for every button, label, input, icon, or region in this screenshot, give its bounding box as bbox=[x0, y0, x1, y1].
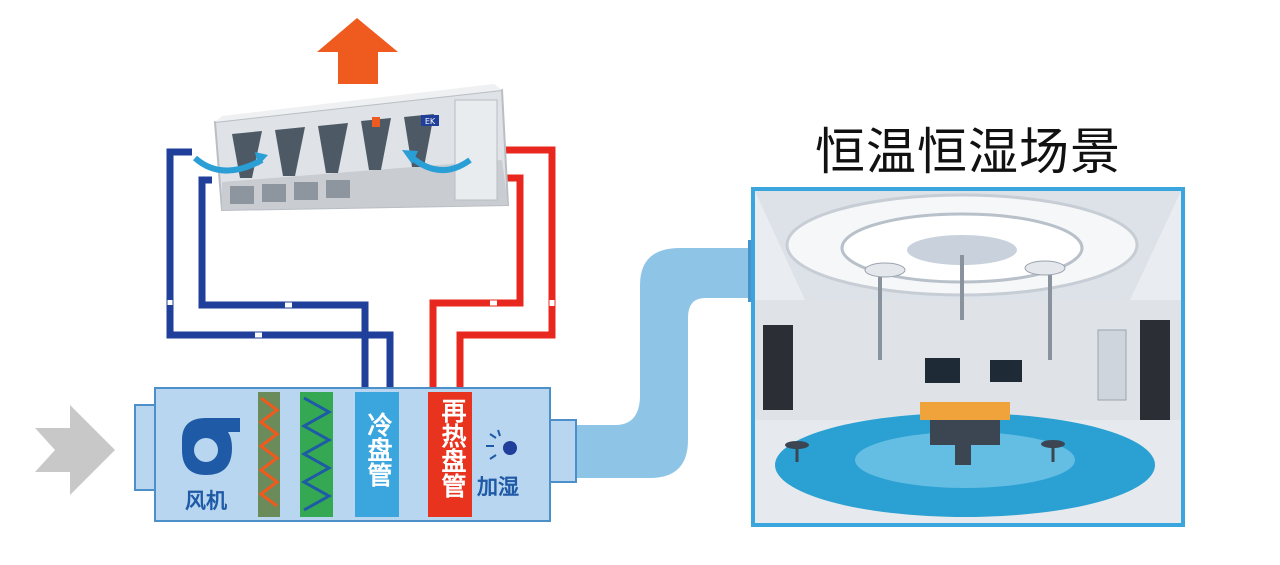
chiller-badge: EK bbox=[425, 117, 436, 126]
operating-room-image bbox=[751, 187, 1185, 527]
scene-title: 恒温恒湿场景 bbox=[815, 123, 1121, 181]
fan-label: 风机 bbox=[185, 489, 227, 513]
supply-duct bbox=[570, 248, 755, 478]
chiller-unit: EK bbox=[193, 84, 510, 212]
humidifier-label: 加湿 bbox=[476, 475, 519, 499]
cooling-coil-label: 冷盘管 bbox=[364, 412, 393, 487]
reheat-coil-label: 再热盘管 bbox=[438, 398, 467, 498]
reheat-coil bbox=[428, 392, 472, 517]
exhaust-arrow bbox=[317, 18, 398, 84]
cooling-coil bbox=[355, 392, 399, 517]
reheat-pipe bbox=[429, 146, 556, 392]
air-handling-unit bbox=[134, 387, 577, 522]
cooling-pipe bbox=[166, 148, 394, 392]
humidifier-icon bbox=[486, 429, 517, 460]
intake-arrow bbox=[35, 405, 115, 495]
fan-icon bbox=[182, 418, 240, 475]
